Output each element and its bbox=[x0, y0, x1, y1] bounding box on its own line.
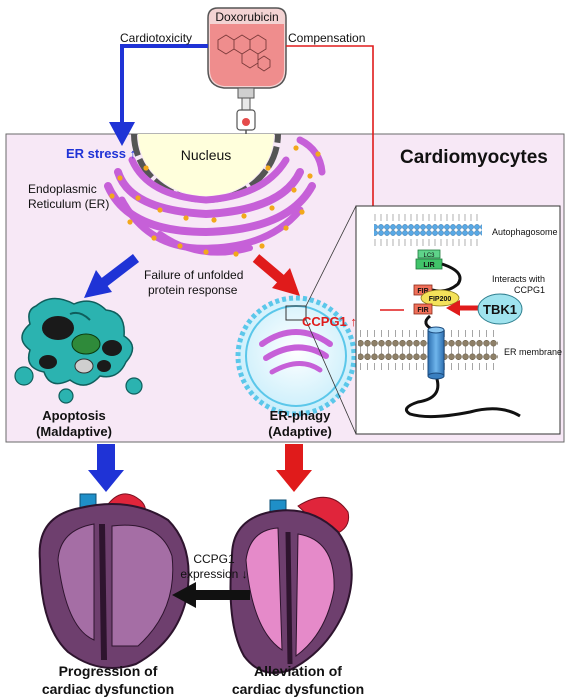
ccpg1-expression-line2: expression ↓ bbox=[180, 567, 247, 581]
apoptotic-cell bbox=[14, 297, 143, 404]
lir-label: LIR bbox=[423, 262, 434, 269]
upr-failure-line2: protein response bbox=[148, 283, 238, 297]
tbk1-arrow-head bbox=[446, 300, 460, 316]
ccpg1-expression-line1: CCPG1 bbox=[193, 552, 235, 566]
erphagy-label: ER-phagy bbox=[270, 408, 331, 423]
heart-dysfunction bbox=[38, 493, 190, 669]
endoplasmic-reticulum bbox=[104, 136, 326, 256]
arrow-down-left bbox=[88, 444, 124, 492]
fir-top-label: FIR bbox=[417, 288, 428, 295]
ccpg1-up-label: CCPG1 ↑ bbox=[302, 314, 357, 329]
er-ribosomes bbox=[109, 145, 321, 257]
tbk1-label: TBK1 bbox=[483, 302, 517, 317]
tbk1-note-line1: Interacts with bbox=[492, 274, 545, 284]
arrow-down-right bbox=[276, 444, 312, 492]
fir-bottom-box bbox=[413, 303, 433, 315]
cell-title: Cardiomyocytes bbox=[400, 147, 548, 168]
arrow-to-apoptosis bbox=[84, 254, 140, 298]
autophagosome-label: Autophagosome bbox=[492, 227, 558, 237]
nucleus-label: Nucleus bbox=[181, 147, 232, 163]
fip200-label: FIP200 bbox=[429, 296, 452, 303]
apoptosis-sublabel: (Maldaptive) bbox=[36, 424, 112, 439]
drug-name: Doxorubicin bbox=[215, 10, 278, 24]
zoom-line-top bbox=[305, 205, 357, 307]
autophagosome-membrane-bottom bbox=[374, 230, 482, 246]
cardiotoxicity-arrowhead bbox=[109, 122, 135, 146]
arrow-expression-decrease bbox=[172, 582, 250, 608]
er-label-line1: Endoplasmic bbox=[28, 182, 97, 196]
lc3-label: LC3 bbox=[423, 253, 435, 259]
ccpg1-transmembrane-domain bbox=[427, 326, 445, 380]
autophagosome-membrane-top bbox=[374, 214, 482, 230]
progression-label-line1: Progression of bbox=[59, 663, 158, 679]
molecule-structure-icon bbox=[217, 34, 271, 72]
fir-bottom-label: FIR bbox=[417, 307, 428, 314]
erphagy-sublabel: (Adaptive) bbox=[268, 424, 332, 439]
zoom-line-bottom bbox=[305, 319, 357, 435]
alleviation-label-line1: Alleviation of bbox=[254, 663, 342, 679]
er-label-line2: Reticulum (ER) bbox=[28, 197, 109, 211]
tbk1-oval bbox=[477, 293, 523, 325]
upr-failure-line1: Failure of unfolded bbox=[144, 268, 243, 282]
progression-label-line2: cardiac dysfunction bbox=[42, 681, 174, 697]
apoptosis-label: Apoptosis bbox=[42, 408, 106, 423]
cardiotoxicity-label: Cardiotoxicity bbox=[120, 31, 192, 45]
lc3-box bbox=[417, 249, 441, 259]
autophagosome-vesicle bbox=[235, 295, 357, 417]
drip-drop-icon bbox=[242, 118, 250, 126]
er-membrane-label: ER membrane bbox=[504, 347, 562, 357]
alleviation-label-line2: cardiac dysfunction bbox=[232, 681, 364, 697]
arrow-to-erphagy bbox=[252, 254, 300, 296]
heart-alleviation bbox=[229, 496, 353, 674]
cardiotoxicity-path bbox=[120, 44, 208, 124]
ccpg1-chain-lumen bbox=[404, 375, 521, 419]
fip200-oval bbox=[420, 289, 460, 307]
er-stress-label: ER stress ↑ bbox=[66, 146, 136, 161]
tbk1-note-line2: CCPG1 bbox=[514, 285, 545, 295]
compensation-label: Compensation bbox=[288, 31, 365, 45]
doxorubicin-iv-bag bbox=[207, 7, 287, 134]
